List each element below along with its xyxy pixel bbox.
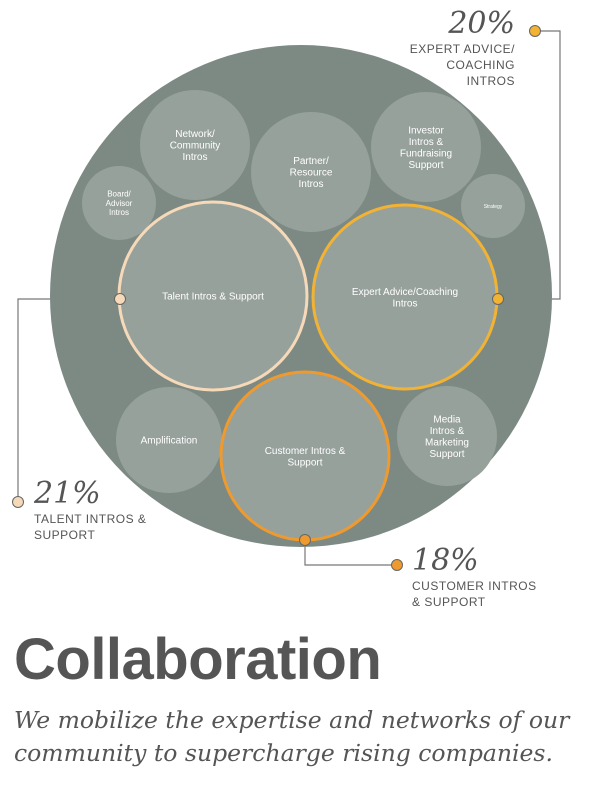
bubble-label-strategy: Strategy bbox=[484, 204, 503, 210]
bubble-label-board: Advisor bbox=[106, 199, 133, 208]
caption-line: TALENT INTROS & bbox=[34, 512, 147, 526]
caption-line: INTROS bbox=[466, 74, 515, 88]
expert-percent: 20% bbox=[448, 6, 515, 41]
bubble-media bbox=[397, 386, 497, 486]
bubble-label-board: Board/ bbox=[107, 190, 131, 199]
bubble-label-investor: Support bbox=[408, 160, 443, 171]
bubble-label-media: Marketing bbox=[425, 437, 469, 448]
caption-line: CUSTOMER INTROS bbox=[412, 579, 537, 593]
bubble-investor bbox=[371, 92, 481, 202]
bubble-label-board: Intros bbox=[109, 208, 129, 217]
bubble-label-investor: Fundraising bbox=[400, 148, 452, 159]
customer-marker-dot bbox=[391, 559, 403, 571]
expert-caption: EXPERT ADVICE/ COACHING INTROS bbox=[410, 41, 515, 89]
bubble-board bbox=[82, 166, 156, 240]
talent-marker-dot bbox=[12, 496, 24, 508]
page-title: Collaboration bbox=[14, 627, 382, 692]
bubble-label-network: Intros bbox=[182, 152, 207, 163]
customer-callout: 18% CUSTOMER INTROS & SUPPORT bbox=[412, 543, 537, 610]
customer-caption: CUSTOMER INTROS & SUPPORT bbox=[412, 578, 537, 610]
bubble-label-network: Network/ bbox=[175, 129, 215, 140]
bubble-label-customer: Customer Intros & bbox=[265, 446, 346, 457]
bubble-label-media: Media bbox=[433, 414, 461, 425]
talent-percent: 21% bbox=[34, 476, 101, 511]
caption-line: COACHING bbox=[446, 58, 515, 72]
bubble-label-media: Support bbox=[429, 449, 464, 460]
bubble-label-customer: Support bbox=[287, 457, 322, 468]
customer-leader-line bbox=[304, 540, 397, 566]
bubble-label-expert: Intros bbox=[392, 298, 417, 309]
bubble-partner bbox=[251, 112, 371, 232]
bubble-label-talent: Talent Intros & Support bbox=[162, 292, 264, 303]
bubble-amplification bbox=[116, 387, 222, 493]
bubble-label-investor: Intros & bbox=[409, 137, 444, 148]
caption-line: SUPPORT bbox=[34, 528, 96, 542]
customer-marker-dot bbox=[299, 534, 311, 546]
bubble-label-amplification: Amplification bbox=[141, 436, 198, 447]
caption-line: & SUPPORT bbox=[412, 595, 486, 609]
bubble-label-investor: Investor bbox=[408, 125, 444, 136]
bubble-label-expert: Expert Advice/Coaching bbox=[352, 287, 458, 298]
expert-marker-dot bbox=[492, 293, 504, 305]
caption-line: EXPERT ADVICE/ bbox=[409, 42, 515, 56]
expert-marker-dot bbox=[529, 25, 541, 37]
customer-percent: 18% bbox=[412, 543, 479, 578]
bubble-label-partner: Intros bbox=[298, 179, 323, 190]
bubble-strategy bbox=[461, 174, 525, 238]
talent-marker-dot bbox=[114, 293, 126, 305]
talent-caption: TALENT INTROS & SUPPORT bbox=[34, 511, 146, 543]
talent-callout: 21% TALENT INTROS & SUPPORT bbox=[34, 476, 146, 543]
bubble-label-media: Intros & bbox=[430, 426, 465, 437]
subtitle: We mobilize the expertise and networks o… bbox=[14, 706, 570, 767]
expert-callout: 20% EXPERT ADVICE/ COACHING INTROS bbox=[410, 6, 515, 89]
bubble-network bbox=[140, 90, 250, 200]
bubble-label-partner: Partner/ bbox=[293, 156, 329, 167]
bubble-label-network: Community bbox=[170, 141, 221, 152]
bubble-label-partner: Resource bbox=[290, 168, 333, 179]
